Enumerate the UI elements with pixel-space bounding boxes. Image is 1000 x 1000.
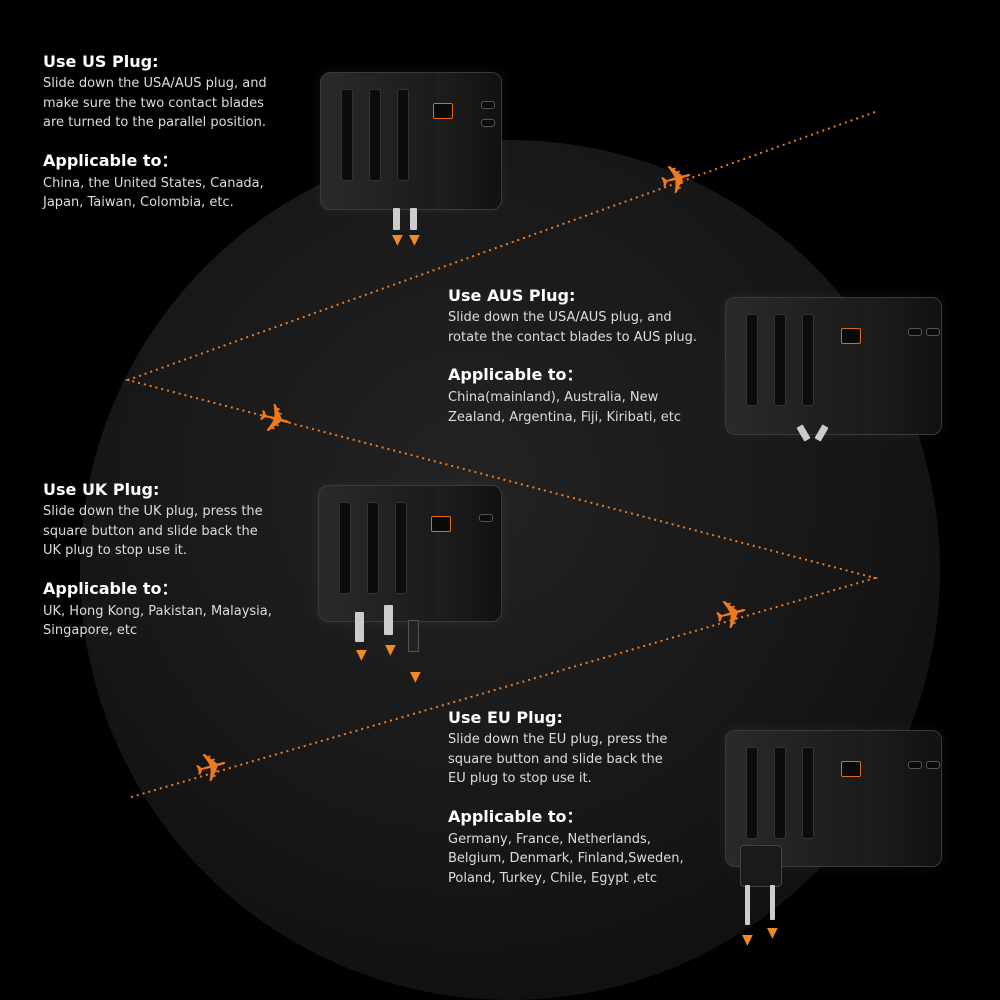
uk-prong <box>355 612 364 642</box>
adapter-side <box>435 486 501 621</box>
plug-slot <box>802 747 814 839</box>
plug-slot <box>395 502 407 594</box>
applicable-countries: Germany, France, Netherlands, Belgium, De… <box>448 830 718 889</box>
section-instructions: Slide down the USA/AUS plug, and rotate t… <box>448 308 738 347</box>
travel-adapter-illustration <box>725 730 942 867</box>
usb-a-port <box>841 328 861 344</box>
plug-slot <box>339 502 351 594</box>
plug-slot <box>746 314 758 406</box>
us-plug-section: Use US Plug: Slide down the USA/AUS plug… <box>43 52 343 213</box>
plug-slot <box>369 89 381 181</box>
plug-slot <box>774 314 786 406</box>
usb-c-port <box>481 119 495 127</box>
text-line: Belgium, Denmark, Finland,Sweden, <box>448 851 684 866</box>
usb-a-port <box>431 516 451 532</box>
eu-prong <box>770 885 775 920</box>
text-line: Poland, Turkey, Chile, Egypt ,etc <box>448 870 658 886</box>
applicable-title: Applicable to： <box>448 806 583 826</box>
applicable-countries: China, the United States, Canada, Japan, … <box>43 174 343 213</box>
applicable-title: Applicable to： <box>448 365 583 384</box>
section-instructions: Slide down the EU plug, press the square … <box>448 730 718 789</box>
text-line: Japan, Taiwan, Colombia, etc. <box>43 195 234 210</box>
us-prong <box>410 208 417 230</box>
uk-prong <box>384 605 393 635</box>
down-arrow-icon: ▼ <box>409 232 420 248</box>
eu-plug-body <box>740 845 782 887</box>
text-line: rotate the contact blades to AUS plug. <box>448 329 697 345</box>
travel-adapter-illustration <box>725 297 942 435</box>
usb-a-port <box>433 103 453 119</box>
text-line: Singapore, etc <box>43 623 138 638</box>
usb-c-port <box>926 328 940 336</box>
down-arrow-icon: ▼ <box>767 925 778 941</box>
text-line: Zealand, Argentina, Fiji, Kiribati, etc <box>448 409 682 425</box>
text-line: China, the United States, Canada, <box>43 175 264 191</box>
applicable-title: Applicable to： <box>43 150 178 170</box>
plug-slot <box>802 314 814 406</box>
text-line: Germany, France, Netherlands, <box>448 831 651 847</box>
down-arrow-icon: ▼ <box>356 647 367 663</box>
text-line: make sure the two contact blades <box>43 95 264 111</box>
plug-slot <box>746 747 758 839</box>
applicable-title: Applicable to： <box>43 578 178 598</box>
uk-plug-section: Use UK Plug: Slide down the UK plug, pre… <box>43 480 343 641</box>
adapter-side <box>863 298 941 434</box>
text-line: Slide down the USA/AUS plug, and <box>448 310 672 325</box>
section-title: Use UK Plug: <box>43 480 160 499</box>
usb-c-port <box>908 328 922 336</box>
eu-prong <box>745 885 750 925</box>
text-line: China(mainland), Australia, New <box>448 390 659 405</box>
travel-adapter-illustration <box>318 485 502 622</box>
section-instructions: Slide down the USA/AUS plug, and make sur… <box>43 74 343 133</box>
down-arrow-icon: ▼ <box>410 669 421 685</box>
down-arrow-icon: ▼ <box>385 642 396 658</box>
text-line: Slide down the UK plug, press the <box>43 504 263 519</box>
text-line: square button and slide back the <box>43 523 258 539</box>
uk-prong <box>408 620 419 652</box>
eu-plug-section: Use EU Plug: Slide down the EU plug, pre… <box>448 708 718 888</box>
plug-slot <box>397 89 409 181</box>
usb-c-port <box>481 101 495 109</box>
usb-a-port <box>841 761 861 777</box>
text-line: are turned to the parallel position. <box>43 115 266 130</box>
section-title: Use AUS Plug: <box>448 286 576 305</box>
usb-c-port <box>908 761 922 769</box>
applicable-countries: UK, Hong Kong, Pakistan, Malaysia, Singap… <box>43 602 343 641</box>
aus-plug-section: Use AUS Plug: Slide down the USA/AUS plu… <box>448 286 738 427</box>
usb-c-port <box>479 514 493 522</box>
down-arrow-icon: ▼ <box>392 232 403 248</box>
text-line: UK, Hong Kong, Pakistan, Malaysia, <box>43 603 272 619</box>
section-title: Use US Plug: <box>43 52 159 71</box>
section-instructions: Slide down the UK plug, press the square … <box>43 502 343 561</box>
section-title: Use EU Plug: <box>448 708 563 727</box>
text-line: UK plug to stop use it. <box>43 543 188 558</box>
down-arrow-icon: ▼ <box>742 932 753 948</box>
text-line: square button and slide back the <box>448 751 663 767</box>
us-prong <box>393 208 400 230</box>
plug-slot <box>341 89 353 181</box>
text-line: Slide down the USA/AUS plug, and <box>43 76 267 91</box>
plug-slot <box>774 747 786 839</box>
adapter-side <box>863 731 941 866</box>
text-line: Slide down the EU plug, press the <box>448 732 668 747</box>
plug-slot <box>367 502 379 594</box>
adapter-side <box>436 73 501 209</box>
travel-adapter-illustration <box>320 72 502 210</box>
usb-c-port <box>926 761 940 769</box>
text-line: EU plug to stop use it. <box>448 771 592 786</box>
